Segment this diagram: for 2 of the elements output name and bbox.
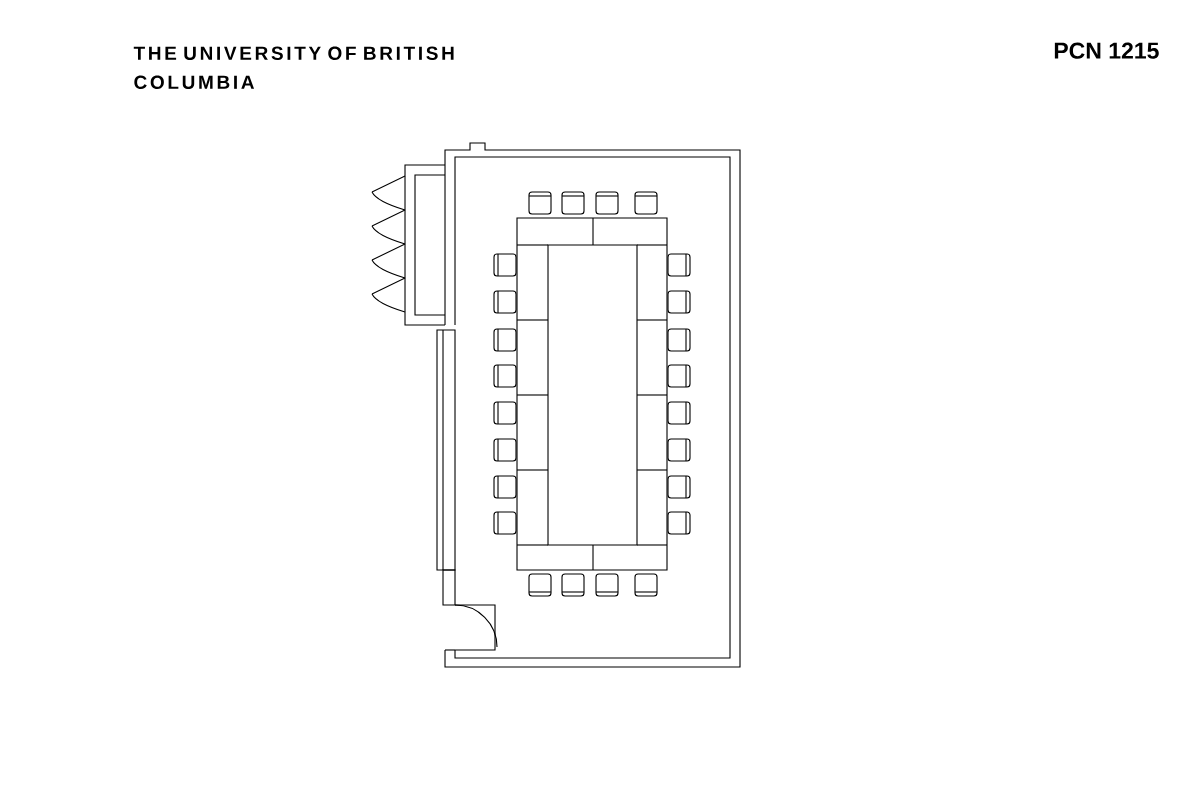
university-name: THE UNIVERSITY OF BRITISH COLUMBIA [133,46,454,89]
room-number: PCN 1215 [1054,42,1159,59]
